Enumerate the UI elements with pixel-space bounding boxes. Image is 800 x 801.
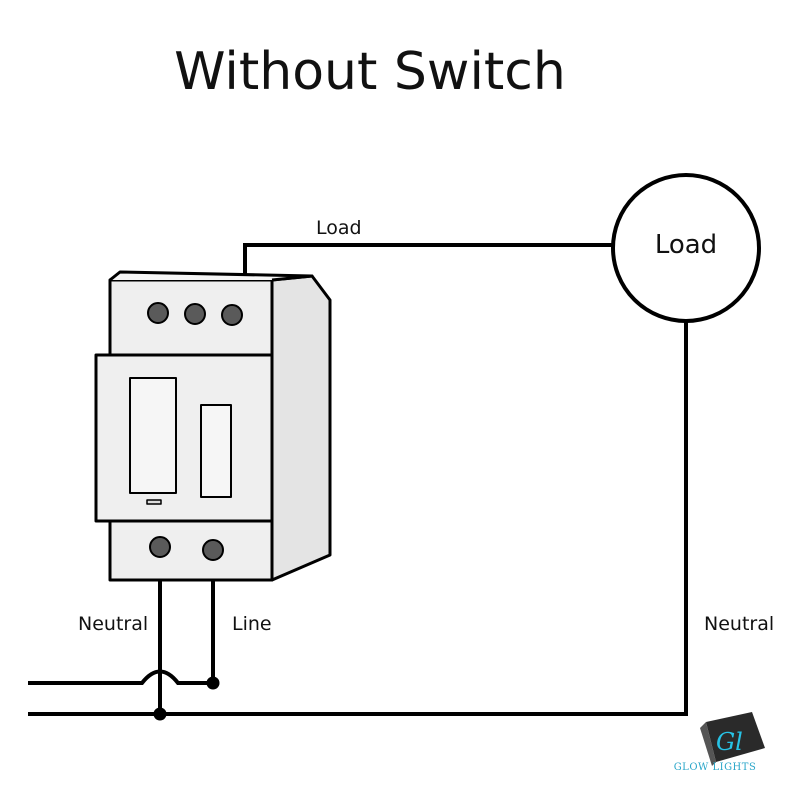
load-wire <box>243 243 614 274</box>
wires <box>28 243 688 716</box>
neutral-right-label: Neutral <box>704 613 775 635</box>
terminal-screw <box>202 539 224 561</box>
terminal-screw <box>221 304 243 326</box>
line-supply-wire <box>28 669 215 685</box>
main-rocker <box>129 377 177 494</box>
load-wire-label: Load <box>316 217 362 239</box>
load-circle <box>611 173 761 323</box>
terminal-screw <box>147 302 169 324</box>
device-bottom-block <box>108 519 274 582</box>
diagram-title: Without Switch <box>174 42 566 102</box>
logo-letters: Gl <box>716 728 743 756</box>
din-relay-device <box>94 270 332 582</box>
terminal-screws <box>147 302 243 561</box>
terminal-screw <box>184 303 206 325</box>
neutral-junction-dot <box>153 707 167 721</box>
load-circle-label: Load <box>654 230 718 260</box>
neutral-left-label: Neutral <box>78 613 149 635</box>
line-junction-dot <box>206 676 220 690</box>
device-middle-block <box>94 353 274 523</box>
line-label: Line <box>232 613 272 635</box>
device-side-panel <box>270 274 332 582</box>
logo-brand-text: GLOW LIGHTS <box>673 762 757 773</box>
glow-lights-logo: Gl <box>700 712 765 766</box>
logo-tile <box>706 712 765 762</box>
aux-rocker <box>200 404 232 498</box>
neutral-return-wire <box>28 318 688 716</box>
terminal-screw <box>149 536 171 558</box>
